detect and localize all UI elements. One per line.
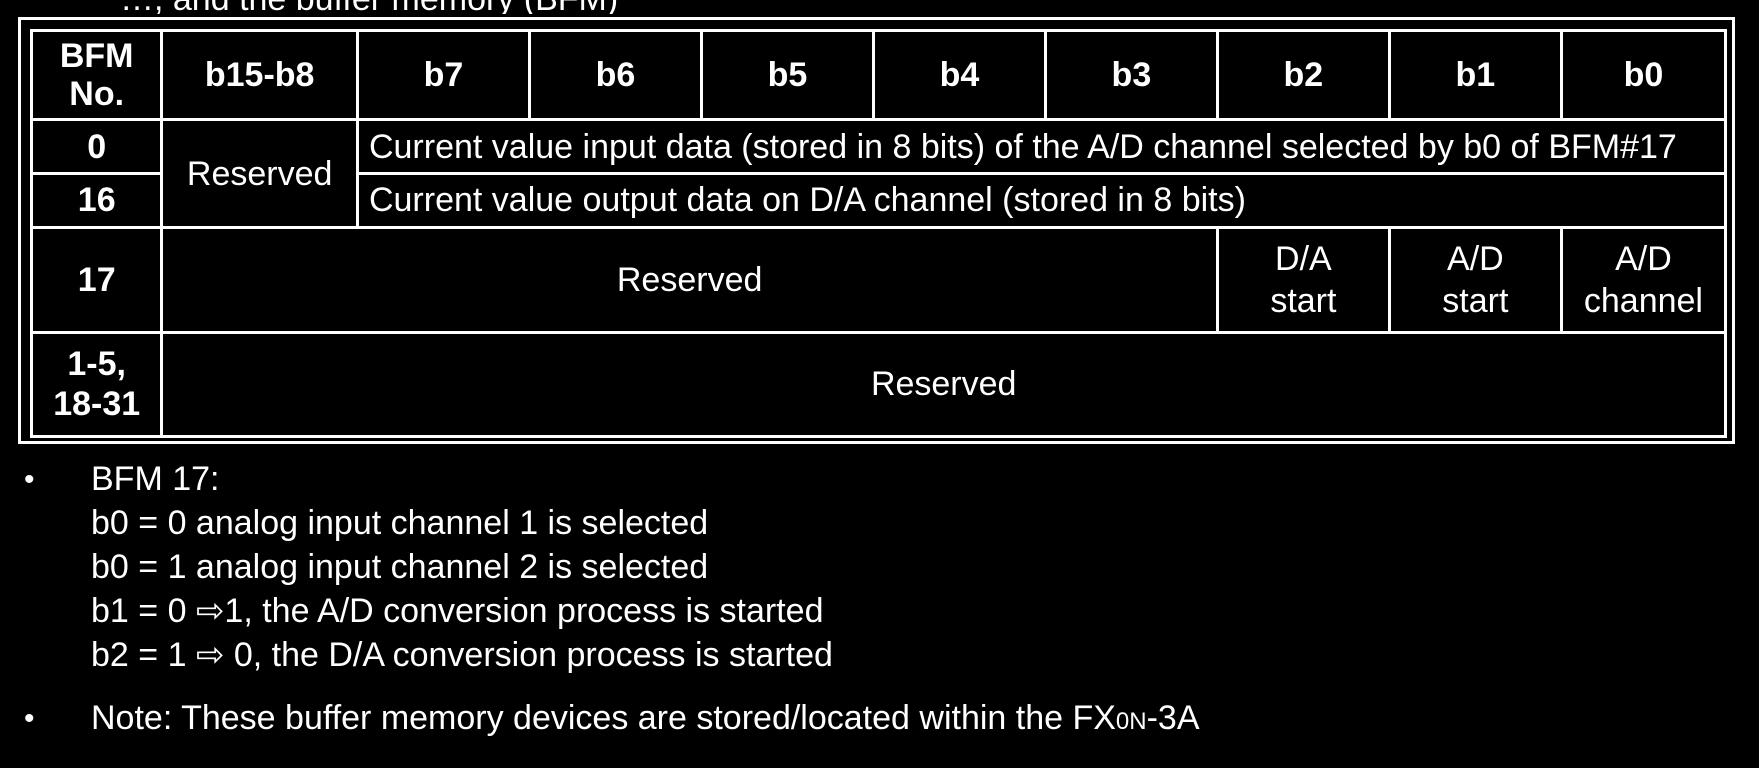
bfm17-note-line-2: b0 = 1 analog input channel 2 is selecte… xyxy=(91,548,709,586)
header-b5: b5 xyxy=(699,28,875,122)
bfm-number-range: 1-5, 18-31 xyxy=(29,330,164,439)
bfm-range-line1: 1-5, xyxy=(67,345,126,384)
storage-note-prefix: Note: These buffer memory devices are st… xyxy=(91,699,1116,737)
storage-note-suffix: -3A xyxy=(1146,699,1200,737)
table-row-bfm-16: 16 Current value output data on D/A chan… xyxy=(29,172,1728,229)
header-b7: b7 xyxy=(355,28,531,122)
header-b2: b2 xyxy=(1215,28,1391,122)
ad-channel-line1: A/D xyxy=(1615,239,1672,278)
table-row-bfm-reserved-range: 1-5, 18-31 Reserved xyxy=(29,330,1727,439)
bfm17-b2-da-start: D/A start xyxy=(1215,225,1391,334)
table-outer-frame xyxy=(18,17,1735,444)
bfm17-note-line-4: b2 = 1 ⇨ 0, the D/A conversion process i… xyxy=(91,636,833,674)
bfm-number-17: 17 xyxy=(29,225,164,334)
bullet-marker: • xyxy=(24,702,35,735)
header-b6: b6 xyxy=(527,28,703,122)
header-b15-b8: b15-b8 xyxy=(160,28,359,122)
table-header-row: BFM No. b15-b8 b7 b6 b5 b4 b3 b2 b1 b0 xyxy=(29,28,1728,122)
ad-start-line1: A/D xyxy=(1447,239,1504,278)
ad-start-line2: start xyxy=(1442,281,1509,320)
bfm-range-line2: 18-31 xyxy=(53,385,141,424)
partial-heading-text: …, and the buffer memory (BFM) xyxy=(120,0,618,14)
bfm17-note-line-1: b0 = 0 analog input channel 1 is selecte… xyxy=(91,504,709,542)
header-b3: b3 xyxy=(1043,28,1219,122)
bullet-marker: • xyxy=(24,463,35,496)
storage-note-subscript: 0N xyxy=(1115,708,1147,735)
bfm16-description: Current value output data on D/A channel… xyxy=(355,172,1728,229)
bfm0-description: Current value input data (stored in 8 bi… xyxy=(355,118,1728,176)
bfm-number-16: 16 xyxy=(29,172,164,229)
header-b4: b4 xyxy=(871,28,1047,122)
bfm17-note-line-3: b1 = 0 ⇨1, the A/D conversion process is… xyxy=(91,592,824,630)
header-b1: b1 xyxy=(1387,28,1563,122)
bfm17-reserved: Reserved xyxy=(160,225,1219,334)
bfm-number-0: 0 xyxy=(29,118,164,176)
bfm-range-reserved: Reserved xyxy=(160,330,1727,439)
bfm17-title: BFM 17: xyxy=(91,460,220,498)
table-row-bfm-17: 17 Reserved D/A start A/D start A/D chan… xyxy=(29,225,1728,334)
ad-channel-line2: channel xyxy=(1583,281,1703,320)
table-row-bfm-0: 0 Reserved Current value input data (sto… xyxy=(29,118,1728,229)
bfm17-b1-ad-start: A/D start xyxy=(1387,225,1563,334)
top-cut-off-text: …, and the buffer memory (BFM) xyxy=(0,0,1759,14)
header-bfm-line1: BFM xyxy=(59,37,134,76)
reserved-cell-b15-b8: Reserved xyxy=(160,118,359,229)
storage-note: Note: These buffer memory devices are st… xyxy=(91,696,1200,744)
da-start-line1: D/A xyxy=(1275,239,1332,278)
header-b0: b0 xyxy=(1559,28,1728,122)
bfm17-b0-ad-channel: A/D channel xyxy=(1559,225,1728,334)
header-bfm-line2: No. xyxy=(69,75,125,114)
da-start-line2: start xyxy=(1270,281,1337,320)
header-bfm-no: BFM No. xyxy=(29,28,164,122)
bfm-table: BFM No. b15-b8 b7 b6 b5 b4 b3 b2 b1 b0 0… xyxy=(29,28,1728,439)
